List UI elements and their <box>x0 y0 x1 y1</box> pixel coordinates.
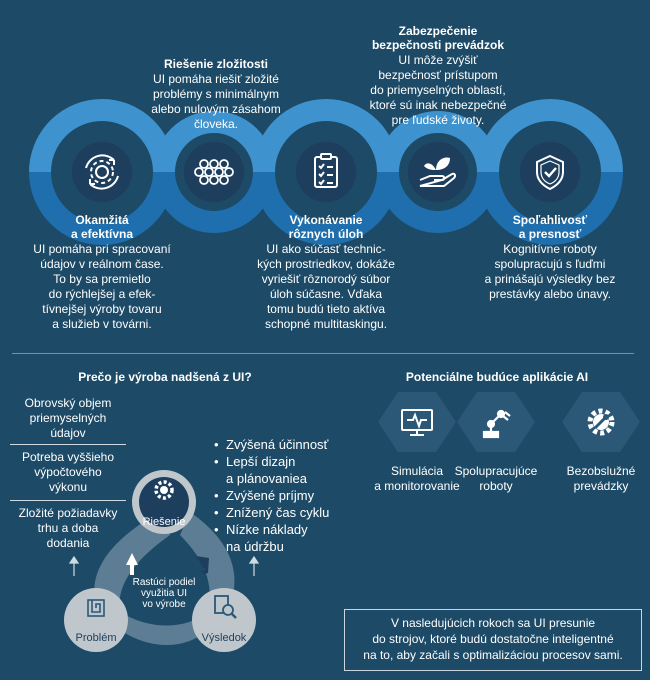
robot-arm-icon <box>482 409 511 439</box>
benefit-item: Zvýšené príjmy <box>214 487 354 504</box>
item-multitask: Vykonávanie rôznych úloh UI ako súčasť t… <box>244 213 408 332</box>
item-title: Spoľahlivosť <box>512 213 588 227</box>
shield-check-icon <box>536 154 564 191</box>
reason-divider <box>10 500 126 501</box>
wave-arc-1 <box>29 171 175 245</box>
item-title: Okamžitá <box>75 213 129 227</box>
node-problem-label: Problém <box>75 632 117 644</box>
gear-wrench-icon <box>587 408 615 436</box>
item-title: rôznych úloh <box>288 227 364 241</box>
node-solution-label: Riešenie <box>142 516 186 528</box>
wave-arc-1u <box>29 99 175 173</box>
gear-solution-icon <box>154 480 174 500</box>
wave-arc-5u <box>477 99 623 173</box>
item-title: a presnosť <box>518 227 582 241</box>
wave-arc-3u <box>253 99 399 173</box>
checklist-icon <box>314 153 338 188</box>
wave-arc-5 <box>477 171 623 245</box>
item-instant: Okamžitá a efektívna UI pomáha pri sprac… <box>20 213 184 332</box>
future-heading: Potenciálne budúce aplikácie AI <box>405 370 589 384</box>
item-reliability: Spoľahlivosť a presnosť Kognitívne robot… <box>468 213 632 302</box>
reason-divider <box>10 444 126 445</box>
item-title: a efektívna <box>70 227 134 241</box>
hand-plant-icon <box>419 157 457 187</box>
arrow-down-icon <box>196 556 209 574</box>
benefit-item: Znížený čas cyklu <box>214 504 354 521</box>
benefit-item: Zvýšená účinnosť <box>214 436 354 453</box>
node-result-label: Výsledok <box>201 632 247 644</box>
wave-arc-2 <box>153 171 275 233</box>
magnifier-doc-icon <box>214 595 237 619</box>
section-divider <box>12 353 634 354</box>
item-title: Zabezpečenie <box>398 24 478 38</box>
process-wave <box>29 99 623 245</box>
item-complexity: Riešenie zložitosti UI pomáha riešiť zlo… <box>134 57 298 132</box>
gear-cycle-icon <box>85 154 119 190</box>
network-nodes-icon <box>194 159 234 185</box>
item-text: UI ako súčasť technic-kých prostriedkov,… <box>257 242 395 331</box>
item-title: bezpečnosti prevádzok <box>371 38 505 52</box>
arrow-up-icon <box>126 553 138 575</box>
why-heading: Prečo je výroba nadšená z UI? <box>78 370 252 384</box>
item-safety: Zabezpečenie bezpečnosti prevádzok UI mô… <box>356 24 520 128</box>
wave-arc-4 <box>377 171 499 233</box>
wave-arc-3 <box>253 171 399 245</box>
monitor-pulse-icon <box>401 409 433 436</box>
maze-icon <box>87 599 105 617</box>
item-title: Riešenie zložitosti <box>163 57 269 71</box>
item-title: Vykonávanie <box>289 213 363 227</box>
